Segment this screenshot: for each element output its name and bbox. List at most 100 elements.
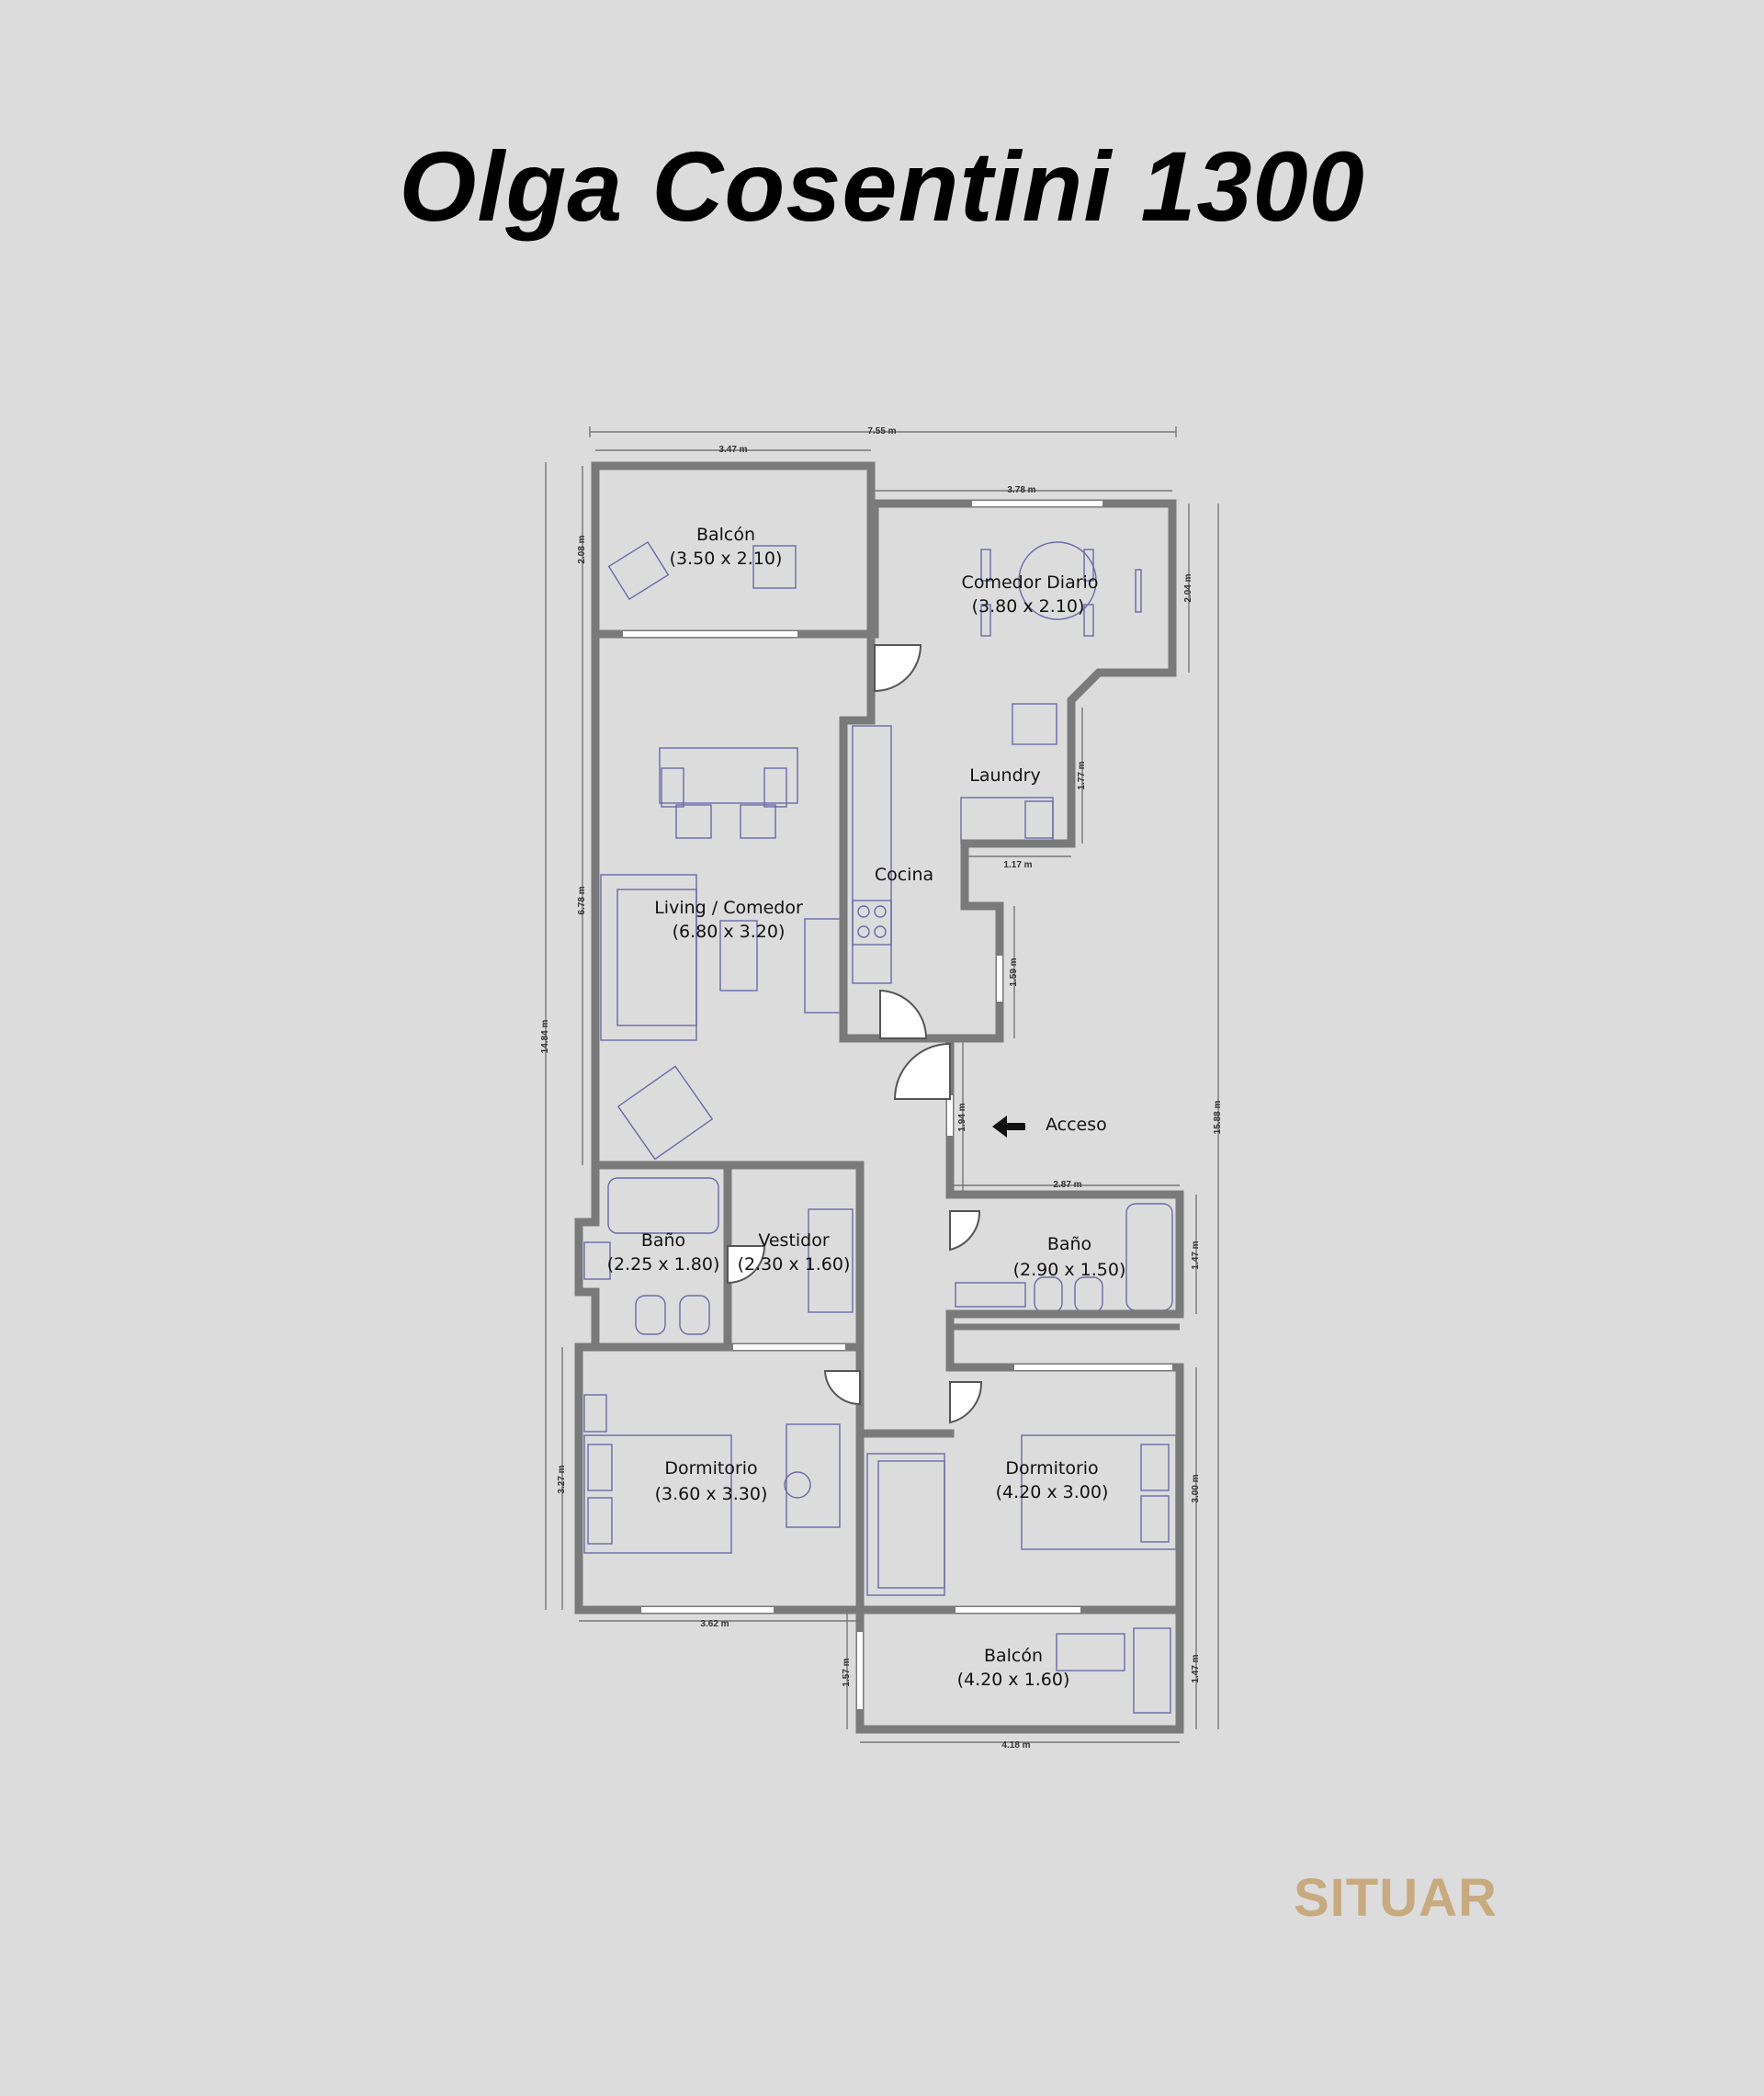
room-name: Baño: [1047, 1234, 1091, 1254]
dining-chair: [980, 604, 991, 637]
dimension-labels: 7.55 m 3.47 m 3.78 m 2.08 m 2.04 m 1.77 …: [540, 426, 1223, 1750]
dim-bed1-width: 3.62 m: [700, 1619, 729, 1629]
chair: [675, 804, 712, 839]
bathtub: [1125, 1203, 1173, 1311]
dim-bath2-height: 1.47 m: [1191, 1241, 1201, 1269]
dim-total-width: 7.55 m: [867, 426, 896, 436]
room-name: Laundry: [969, 765, 1040, 786]
sofa-seat: [877, 1460, 945, 1589]
door: [874, 644, 922, 693]
dimension-lines: [545, 426, 1219, 1743]
room-size: (4.20 x 3.00): [996, 1482, 1109, 1502]
sofa-seat: [616, 889, 697, 1026]
wardrobe: [808, 1208, 854, 1313]
windows: [623, 501, 1172, 1709]
room-name: Living / Comedor: [654, 898, 803, 918]
pillow: [587, 1497, 613, 1545]
living-dining-table: [659, 747, 798, 804]
doors: [727, 644, 983, 1424]
dim-kitchen-height: 1.59 m: [1009, 957, 1019, 986]
balcony-chair: [752, 545, 797, 589]
balcony-bench: [1133, 1627, 1171, 1714]
bed: [583, 1434, 732, 1554]
room-name: Cocina: [875, 865, 933, 885]
room-name: Comedor Diario: [962, 572, 1099, 593]
door: [949, 1381, 983, 1424]
tv-stand: [804, 918, 842, 1014]
toilet: [635, 1295, 666, 1335]
desk-chair: [784, 1471, 811, 1499]
bathtub: [607, 1177, 719, 1234]
room-size: (6.80 x 3.20): [673, 922, 786, 942]
dining-chair: [1083, 549, 1094, 582]
toilet: [1034, 1276, 1063, 1313]
access-label: Acceso: [1046, 1115, 1107, 1135]
nightstand: [583, 1394, 607, 1433]
dim-laundry-width: 1.17 m: [1003, 860, 1032, 870]
pillow: [587, 1444, 613, 1491]
room-name: Dormitorio: [1005, 1458, 1098, 1479]
dim-balcony2-right: 1.47 m: [1191, 1654, 1201, 1682]
balcony-chair: [607, 540, 670, 601]
room-labels: Balcón (3.50 x 2.10) Comedor Diario (3.8…: [607, 525, 1126, 1690]
washbasin: [583, 1241, 611, 1280]
chair: [661, 767, 684, 808]
room-name: Balcón: [984, 1646, 1043, 1666]
armchair: [616, 1065, 714, 1161]
vanity: [955, 1282, 1026, 1308]
kitchen-counter: [852, 725, 892, 984]
balcony-table: [1056, 1633, 1125, 1671]
pillow: [1140, 1444, 1170, 1491]
room-name: Vestidor: [758, 1230, 830, 1251]
dim-bed1-height: 3.27 m: [557, 1465, 567, 1493]
entrance-door: [893, 1042, 951, 1100]
stove: [852, 900, 892, 946]
dining-table: [1018, 541, 1097, 620]
desk: [786, 1423, 841, 1528]
room-name: Baño: [641, 1230, 685, 1251]
dim-bath2-width: 2.87 m: [1053, 1180, 1081, 1190]
situar-logo: SITUAR: [1294, 1868, 1498, 1928]
door: [823, 1370, 861, 1406]
bidet: [679, 1295, 710, 1335]
coffee-table: [719, 920, 758, 991]
room-size: (3.50 x 2.10): [670, 549, 783, 569]
room-size: (4.20 x 1.60): [957, 1670, 1070, 1690]
door: [879, 989, 928, 1039]
plan-title: Olga Cosentini 1300: [399, 130, 1365, 242]
dim-balcony2-width: 4.18 m: [1001, 1740, 1030, 1750]
chair: [763, 767, 787, 808]
arrow-left-icon: [992, 1116, 1025, 1138]
laundry-counter: [960, 797, 1054, 844]
room-size: (3.80 x 2.10): [972, 596, 1085, 617]
dim-laundry-height: 1.77 m: [1077, 761, 1087, 789]
door: [949, 1210, 981, 1252]
room-name: Dormitorio: [664, 1458, 757, 1479]
tv-unit: [1135, 569, 1142, 613]
room-size: (2.30 x 1.60): [738, 1254, 851, 1275]
dim-bed2-height: 3.00 m: [1191, 1474, 1201, 1502]
pillow: [1140, 1495, 1170, 1543]
dim-balcony2-left: 1.57 m: [842, 1658, 852, 1686]
dim-left-total: 14.84 m: [540, 1020, 550, 1054]
dim-access: 1.94 m: [957, 1103, 967, 1131]
chair: [740, 804, 776, 839]
laundry-sink: [1024, 800, 1054, 839]
dim-living-height: 6.78 m: [577, 886, 587, 914]
room-size: (2.90 x 1.50): [1013, 1260, 1126, 1280]
access-marker: Acceso: [992, 1115, 1107, 1138]
room-name: Balcón: [696, 525, 755, 545]
dim-comedor-width: 3.78 m: [1007, 485, 1035, 495]
dining-chair: [980, 549, 991, 582]
dining-chair: [1083, 604, 1094, 637]
room-size: (3.60 x 3.30): [655, 1484, 768, 1504]
door: [727, 1245, 766, 1285]
washing-machine: [1012, 703, 1057, 745]
bidet: [1074, 1276, 1103, 1313]
room-size: (2.25 x 1.80): [607, 1254, 720, 1275]
dim-right-total: 15.88 m: [1213, 1101, 1223, 1135]
dim-balcony-height: 2.08 m: [577, 535, 587, 563]
dim-comedor-height: 2.04 m: [1183, 573, 1193, 602]
dim-balcony-width: 3.47 m: [718, 445, 747, 455]
